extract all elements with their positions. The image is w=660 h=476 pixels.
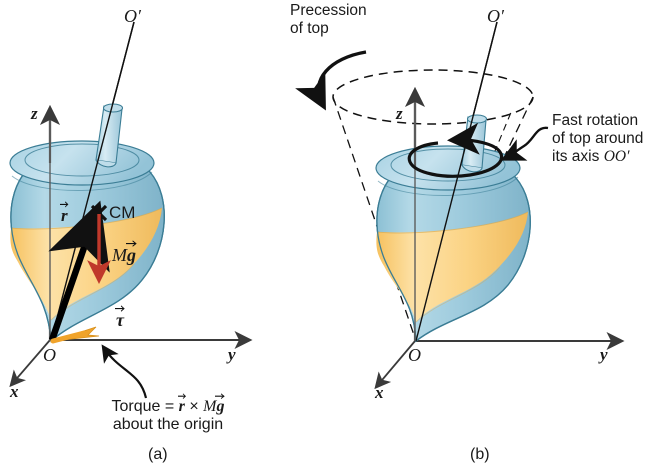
panel-a-stem bbox=[95, 103, 124, 168]
panel-a-callout-times: × bbox=[184, 398, 204, 415]
panel-b-spin-arrow bbox=[407, 122, 504, 178]
panel-a-artwork bbox=[9, 21, 253, 399]
panel-a-x-label: x bbox=[10, 382, 19, 401]
panel-a-caption: (a) bbox=[148, 446, 168, 463]
panel-b-precession-circle bbox=[332, 69, 534, 125]
panel-a-axis-oprime-label: O′ bbox=[124, 6, 141, 26]
panel-a-z-label: z bbox=[31, 104, 38, 123]
panel-a-callout-r: r bbox=[178, 398, 185, 415]
panel-b-caption: (b) bbox=[470, 446, 490, 463]
panel-b-precession-arrow bbox=[295, 50, 367, 111]
panel-a-weight-g: g bbox=[127, 245, 136, 265]
panel-a-callout-line2: about the origin bbox=[112, 416, 224, 434]
panel-b-rotation-line3: its axis OO′ bbox=[552, 148, 643, 166]
panel-b-y-label: y bbox=[600, 345, 608, 364]
panel-b-axis-oprime-label: O′ bbox=[487, 6, 504, 26]
panel-a-torque-vector bbox=[50, 326, 100, 344]
panel-b-rotation-line3-prefix: its axis bbox=[552, 147, 604, 165]
panel-b-origin-label: O bbox=[408, 345, 421, 365]
panel-b-rotation-line2: of top around bbox=[552, 129, 644, 147]
panel-a-axis-x bbox=[9, 339, 51, 388]
panel-b-precession-label: Precession of top bbox=[290, 2, 367, 38]
panel-a-symmetry-axis-over bbox=[50, 21, 135, 342]
panel-b-rotation-line1: Fast rotation bbox=[552, 112, 639, 129]
panel-b-top-rim bbox=[375, 145, 521, 191]
panel-a-r-letter: r bbox=[61, 206, 68, 225]
panel-b-rotation-label: Fast rotation of top around its axis OO′ bbox=[552, 112, 643, 165]
panel-b-precession-line2: of top bbox=[290, 19, 329, 37]
panel-a-callout-prefix: Torque = bbox=[111, 398, 179, 415]
panel-a-cm-marker bbox=[90, 204, 108, 222]
panel-a-weight-M: M bbox=[112, 245, 127, 265]
panel-a-cm-label: CM bbox=[109, 203, 136, 222]
panel-a-callout-M: M bbox=[203, 398, 217, 415]
panel-a-origin-label: O bbox=[43, 345, 56, 365]
panel-b-axis-x bbox=[374, 340, 416, 390]
panel-a-callout-leader bbox=[101, 344, 148, 399]
panel-b-x-label: x bbox=[375, 383, 384, 402]
panel-b-precession-line1: Precession bbox=[290, 2, 367, 19]
panel-a-y-label: y bbox=[228, 345, 236, 364]
panel-b-symmetry-axis-over bbox=[415, 21, 498, 342]
panel-a-callout-g: g bbox=[216, 398, 225, 415]
panel-a-r-vector-label: r bbox=[60, 201, 69, 226]
panel-a-r-vector bbox=[48, 200, 110, 342]
panel-a-tau-letter: τ bbox=[116, 310, 124, 330]
panel-b-z-label: z bbox=[396, 104, 403, 123]
panel-b-rotation-axis-name: OO′ bbox=[603, 147, 630, 165]
panel-a-top-rim bbox=[9, 140, 155, 186]
panel-b-artwork bbox=[295, 21, 625, 390]
panel-b-cone-left bbox=[332, 96, 417, 342]
panel-a-torque-symbol-label: τ bbox=[115, 304, 125, 331]
panel-b-rotation-leader bbox=[500, 126, 549, 161]
